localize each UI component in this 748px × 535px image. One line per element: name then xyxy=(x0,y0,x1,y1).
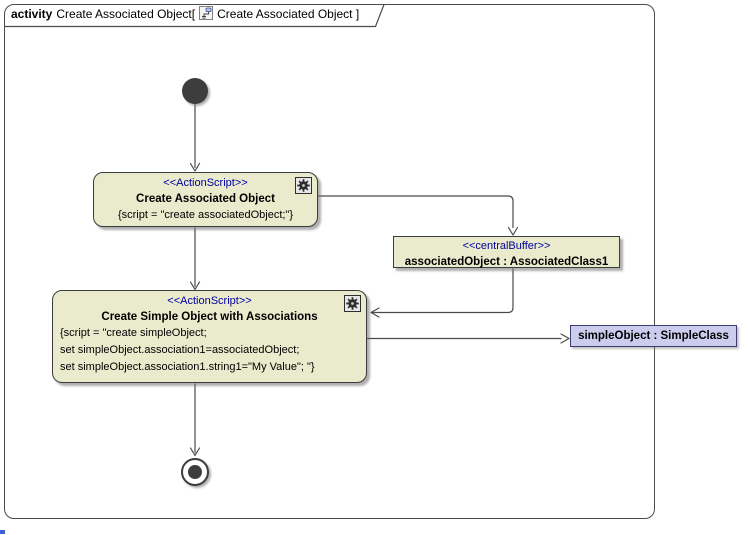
bottom-left-artifact xyxy=(0,530,5,534)
script-gear-icon xyxy=(295,177,312,194)
action-script-line: set simpleObject.association1.string1="M… xyxy=(60,361,315,373)
action-script-line: {script = "create associatedObject;"} xyxy=(117,209,294,221)
edge-action1-to-action2[interactable] xyxy=(189,227,201,291)
action-name: Create Simple Object with Associations xyxy=(101,311,318,323)
edge-initial-to-action1[interactable] xyxy=(189,103,201,172)
central-buffer-node[interactable]: <<centralBuffer>> associatedObject : Ass… xyxy=(393,236,620,268)
activity-diagram-icon xyxy=(199,5,214,23)
frame-diagram-name: Create Associated Object[ xyxy=(56,7,196,21)
edge-action1-to-buffer[interactable] xyxy=(317,195,519,236)
stereotype-label: <<centralBuffer>> xyxy=(462,240,551,252)
object-name: simpleObject : SimpleClass xyxy=(578,330,729,342)
frame-title-tab[interactable]: activity Create Associated Object[ Creat… xyxy=(11,5,360,23)
activity-final-node-core xyxy=(188,465,202,479)
edge-buffer-to-action2[interactable] xyxy=(370,268,514,318)
action-create-associated-object[interactable]: <<ActionScript>> Create Associated Objec… xyxy=(93,172,318,227)
edge-action2-to-final[interactable] xyxy=(189,383,201,457)
buffer-name: associatedObject : AssociatedClass1 xyxy=(404,256,609,268)
stereotype-label: <<ActionScript>> xyxy=(163,177,248,189)
object-node-simple-object[interactable]: simpleObject : SimpleClass xyxy=(570,325,737,347)
frame-diagram-ref: Create Associated Object ] xyxy=(217,7,360,21)
script-gear-icon xyxy=(344,295,361,312)
action-script-line: {script = "create simpleObject; xyxy=(60,327,207,339)
initial-node[interactable] xyxy=(182,78,208,104)
frame-keyword: activity xyxy=(11,7,53,21)
diagram-frame xyxy=(4,4,655,519)
stereotype-label: <<ActionScript>> xyxy=(167,295,252,307)
activity-final-node[interactable] xyxy=(181,458,209,486)
action-name: Create Associated Object xyxy=(136,193,275,205)
action-create-simple-object[interactable]: <<ActionScript>> Create Simple Object wi… xyxy=(52,290,367,383)
action-script-line: set simpleObject.association1=associated… xyxy=(60,344,300,356)
edge-action2-to-object[interactable] xyxy=(366,333,570,344)
frame-title-pentagon xyxy=(3,3,385,28)
